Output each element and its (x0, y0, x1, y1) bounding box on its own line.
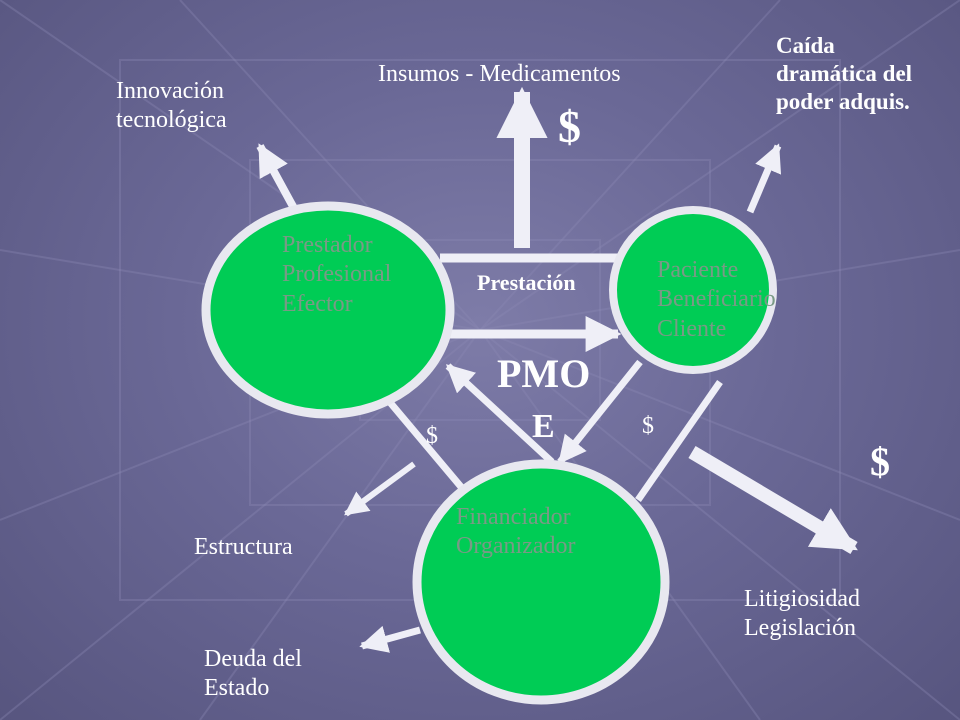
paciente-to-financiador-arrow (557, 359, 643, 465)
prestador-to-financiador-line (385, 397, 465, 491)
litigiosidad-label: Litigiosidad Legislación (744, 585, 860, 644)
financiador-line-2: Organizador (456, 533, 576, 560)
litigiosidad-arrow (688, 445, 858, 555)
financiador-label: Financiador Organizador (456, 503, 576, 562)
innovacion-arrow (256, 143, 300, 214)
litigiosidad-line-2: Legislación (744, 615, 856, 642)
paciente-line-2: Beneficiario (657, 286, 776, 313)
caida-line-3: poder adquis. (776, 89, 910, 115)
financiador-line-1: Financiador (456, 504, 571, 530)
financiador-node (412, 459, 670, 705)
caida-arrow (746, 143, 782, 214)
dollar-litigiosidad-label: $ (870, 439, 890, 484)
estructura-arrow (344, 461, 416, 517)
caida-line-1: Caída (776, 33, 835, 58)
paciente-label: Paciente Beneficiario Cliente (657, 256, 776, 344)
dollar-insumos-label: $ (558, 101, 581, 152)
paciente-node (609, 206, 777, 374)
prestacion-label: Prestación (477, 270, 576, 295)
innovacion-line-1: Innovación (116, 78, 224, 104)
dollar-right-label: $ (642, 413, 654, 439)
prestador-line-2: Profesional (282, 261, 392, 288)
prestador-line-3: Efector (282, 290, 353, 317)
litigiosidad-line-1: Litigiosidad (744, 586, 860, 612)
innovacion-label: Innovación tecnológica (116, 77, 227, 136)
pmoe-label-line-2: E (532, 408, 555, 445)
paciente-line-1: Paciente (657, 257, 739, 283)
prestador-node (201, 201, 455, 419)
paciente-line-3: Cliente (657, 315, 727, 342)
prestador-line-1: Prestador (282, 232, 373, 258)
deuda-arrow (359, 625, 421, 653)
insumos-label: Insumos - Medicamentos (378, 61, 621, 87)
dollar-left-label: $ (426, 423, 438, 449)
innovacion-line-2: tecnológica (116, 107, 227, 134)
financiador-to-prestador-arrow (445, 363, 555, 465)
caida-label: Caída dramática del poder adquis. (776, 32, 912, 116)
caida-line-2: dramática del (776, 61, 913, 87)
financiador-to-paciente-line (635, 380, 723, 502)
deuda-line-1: Deuda del (204, 646, 302, 672)
prestador-label: Prestador Profesional Efector (282, 231, 391, 319)
deuda-line-2: Estado (204, 675, 270, 702)
estructura-label: Estructura (194, 534, 293, 560)
pmoe-label-line-1: PMO (497, 351, 591, 396)
deuda-label: Deuda del Estado (204, 645, 302, 704)
